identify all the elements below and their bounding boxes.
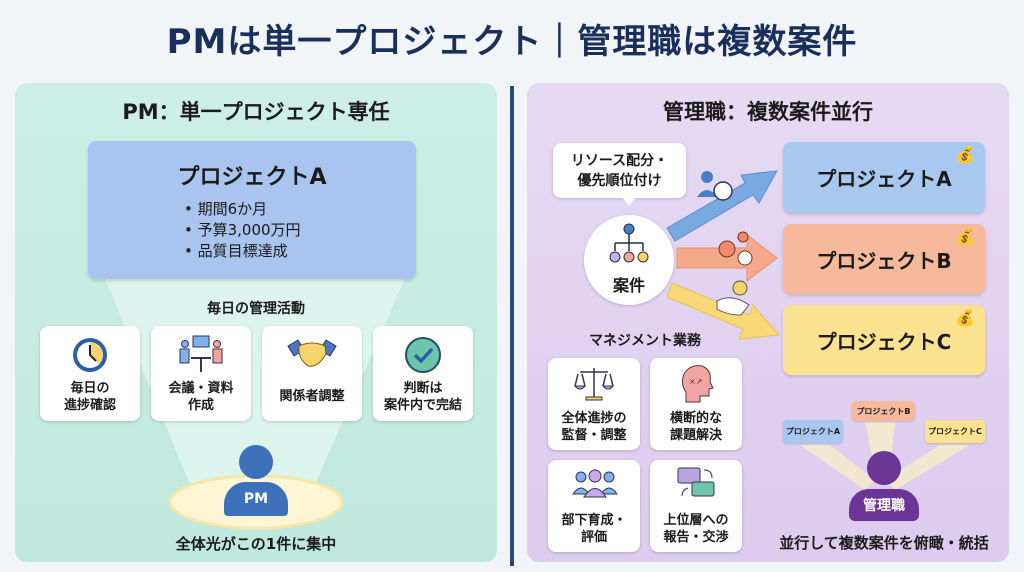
- activity-label: 進捗確認: [63, 398, 116, 413]
- task-label: 部下育成・: [561, 513, 627, 528]
- task-card: ×↗ 横断的な課題解決: [650, 358, 742, 450]
- team-icon: [572, 469, 618, 498]
- bubble-line: リソース配分・: [570, 152, 669, 169]
- task-label: 報告・交渉: [663, 530, 729, 545]
- head-strategy-icon: ×↗: [681, 365, 714, 403]
- gears-check-icon: [718, 231, 753, 266]
- hub-circle: 案件: [584, 215, 674, 305]
- project-card-b: プロジェクトB: [783, 224, 985, 294]
- project-card-c: プロジェクトC: [783, 305, 985, 375]
- pm-caption: 全体光がこの1件に集中: [175, 535, 337, 553]
- manager-caption: 並行して複数案件を俯瞰・統括: [779, 534, 989, 552]
- activities-heading: 毎日の管理活動: [207, 301, 305, 317]
- divider: [510, 86, 514, 566]
- activity-card: 毎日の進捗確認: [40, 326, 140, 421]
- manager-panel-heading: 管理職：複数案件並行: [663, 100, 873, 124]
- pm-head: [239, 445, 273, 479]
- task-card: 上位層への報告・交渉: [650, 460, 742, 552]
- pm-panel-heading: PM：単一プロジェクト専任: [122, 100, 390, 124]
- clock-icon: [73, 338, 107, 372]
- pm-project-name: プロジェクトA: [177, 165, 327, 190]
- activity-card: 会議・資料作成: [151, 326, 251, 421]
- chat-icon: [677, 467, 715, 497]
- meeting-icon: [179, 335, 223, 372]
- project-bullet: • 予算3,000万円: [184, 221, 301, 239]
- task-card: 部下育成・評価: [548, 460, 640, 552]
- pm-avatar-label: PM: [224, 482, 288, 516]
- activity-label: 判断は: [403, 381, 443, 396]
- mini-project-tag: プロジェクトB: [852, 401, 915, 421]
- activity-label: 案件内で完結: [383, 398, 462, 413]
- project-bullet: • 品質目標達成: [184, 242, 288, 260]
- hierarchy-icon: [609, 223, 649, 263]
- handshake-icon: [287, 339, 337, 367]
- task-label: 監督・調整: [561, 428, 627, 443]
- project-card-a: プロジェクトA: [783, 142, 985, 213]
- activity-label: 毎日の: [70, 381, 110, 396]
- activity-card: 関係者調整: [262, 326, 362, 421]
- money-gear-icon: 💰: [955, 145, 975, 164]
- money-gear-icon: 💰: [955, 308, 975, 327]
- check-circle-icon: [405, 337, 441, 373]
- speech-bubble: リソース配分・優先順位付け: [553, 143, 686, 198]
- money-gear-icon: 💰: [955, 227, 975, 246]
- manager-head: [867, 451, 901, 485]
- task-label: 課題解決: [669, 428, 722, 443]
- svg-text:×↗: ×↗: [689, 377, 702, 386]
- pm-project-card: プロジェクトA • 期間6か月 • 予算3,000万円 • 品質目標達成: [88, 141, 416, 279]
- person-clock-icon: [697, 171, 733, 201]
- mini-project-tag: プロジェクトC: [925, 420, 985, 443]
- scale-icon: [574, 368, 614, 401]
- hub-label: 案件: [612, 276, 645, 295]
- activity-card: 判断は案件内で完結: [373, 326, 473, 421]
- page-title: PMは単一プロジェクト｜管理職は複数案件: [166, 22, 858, 62]
- task-label: 横断的な: [669, 411, 722, 426]
- allocation-arrows: [666, 170, 781, 340]
- activity-label: 会議・資料: [168, 381, 234, 396]
- task-label: 上位層への: [663, 513, 729, 528]
- task-label: 評価: [580, 530, 607, 545]
- activity-label: 関係者調整: [279, 389, 345, 404]
- project-bullet: • 期間6か月: [184, 200, 268, 218]
- bubble-tail: [622, 197, 636, 206]
- task-card: 全体進捗の監督・調整: [548, 358, 640, 450]
- management-heading: マネジメント業務: [589, 333, 701, 349]
- manager-avatar-label: 管理職: [849, 489, 919, 521]
- handshake-clock-icon: [716, 280, 750, 316]
- mini-project-tag: プロジェクトA: [783, 420, 843, 443]
- bubble-line: 優先順位付け: [577, 172, 662, 189]
- task-label: 全体進捗の: [561, 411, 627, 426]
- activity-label: 作成: [187, 398, 214, 413]
